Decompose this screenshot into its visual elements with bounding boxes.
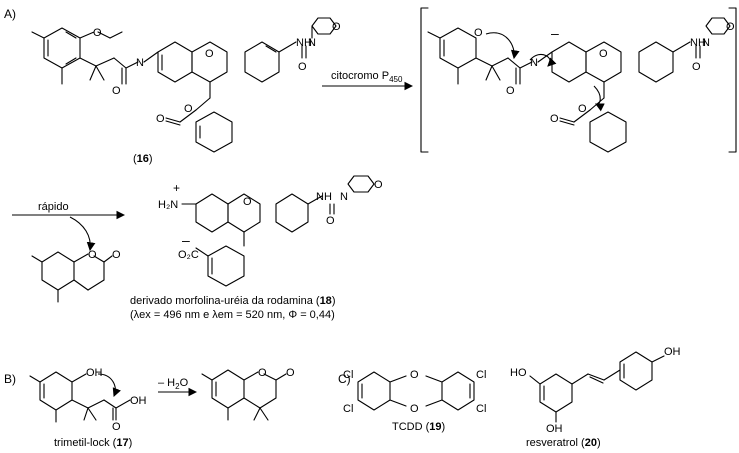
atom-label: O [112,421,121,433]
atom-label: H₂N [158,199,178,211]
compound-18-label: derivado morfolina-uréia da rodamina (18… [130,295,335,307]
atom-label: O [550,113,559,125]
compound-18-structure [181,175,375,287]
release-arrow [69,216,96,252]
atom-label: O [258,367,267,379]
minus-charge: – [182,232,190,248]
compound-number: 18 [320,295,332,307]
plus-charge: + [173,181,180,195]
atom-label: NH [690,37,706,49]
compound-number: 16 [137,153,149,165]
compound-number: 20 [585,437,597,449]
atom-label: O [286,367,295,379]
panel-label-b: B) [4,372,16,386]
compound-20-structure [529,351,665,423]
atom-label: Cl [343,369,353,381]
compound-16-structure [31,17,337,153]
panel-label-c: C) [338,372,351,386]
atom-label: H [510,367,518,379]
atom-label: Cl [476,369,486,381]
minus-charge: – [551,25,559,41]
atom-label: O [599,48,608,60]
compound-17-structure [29,371,131,423]
compound-20-label: resveratrol (20) [526,437,601,449]
atom-label: NH [296,37,312,49]
atom-label: OH [546,423,563,435]
reagent-water: – H2O [158,377,189,391]
atom-label: O [474,27,483,39]
compound-number: 19 [429,421,441,433]
atom-label: O [156,113,165,125]
atom-label: O [326,215,335,227]
atom-label: N [136,57,144,69]
atom-label: O [726,21,735,33]
atom-label: N [702,37,710,49]
atom-label: O [374,179,383,191]
compound-19-structure [357,371,475,411]
atom-label: OH [664,346,681,358]
atom-label: O [410,403,419,415]
atom-label: O [410,369,419,381]
compound-19-label: TCDD (19) [392,421,445,433]
atom-label: O [243,196,252,208]
atom-label: O [692,61,701,73]
atom-label: O [332,21,341,33]
atom-label: O [578,103,587,115]
atom-label: Cl [476,403,486,415]
lactone-product [201,369,287,421]
atom-label: O [518,367,527,379]
atom-label: N [340,191,348,203]
compound-18-photophysics: (λex = 496 nm e λem = 520 nm, Φ = 0,44) [130,309,335,321]
atom-label: Cl [343,403,353,415]
atom-label: N [530,57,538,69]
atom-label: O [112,249,121,261]
atom-label: NH [316,191,332,203]
lactone-byproduct [31,251,113,303]
atom-label: OH [86,367,103,379]
compound-number: 17 [116,437,128,449]
atom-label: O [112,85,121,97]
panel-label-a: A) [4,7,16,21]
atom-label: O [205,48,214,60]
atom-label: O₂C [178,249,199,261]
atom-label: O [88,249,97,261]
atom-label: N [308,37,316,49]
atom-label: O [184,103,193,115]
compound-16-label: (16) [133,153,153,165]
atom-label: O [298,61,307,73]
intermediate-structure [420,7,737,153]
atom-label: O [93,27,102,39]
atom-label: OH [130,395,147,407]
reagent-cytochrome: citocromo P450 [331,70,403,84]
compound-17-label: trimetil-lock (17) [54,437,132,449]
atom-label: O [506,85,515,97]
reagent-fast: rápido [38,201,69,213]
